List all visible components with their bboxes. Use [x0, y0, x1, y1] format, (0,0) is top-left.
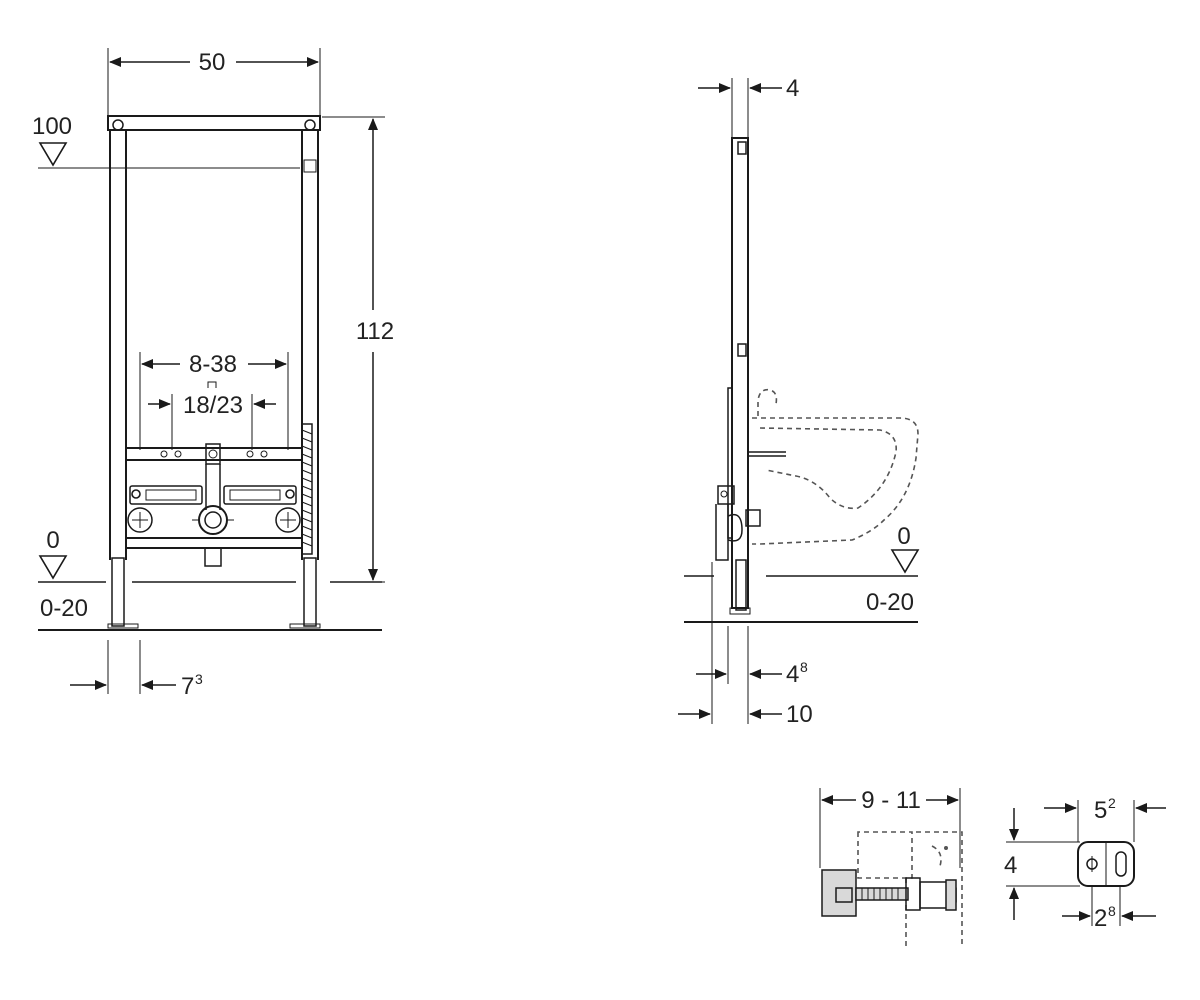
plate-width-label: 5: [1094, 797, 1107, 824]
dimension-total-depth: 10: [678, 562, 813, 728]
level-100-label: 100: [32, 113, 72, 140]
dimension-width: 50: [107, 48, 321, 118]
plate-height-label: 4: [1004, 852, 1017, 879]
supply-connectors: [127, 505, 301, 535]
front-level-zero-label: 0: [46, 527, 59, 554]
hole-spacing-label: 18/23: [183, 392, 243, 419]
front-floor-range-label: 0-20: [40, 595, 88, 622]
side-floor-range-label: 0-20: [866, 589, 914, 616]
front-view: 50 100 112: [32, 48, 394, 700]
level-marker-zero: 0 0-20: [38, 527, 382, 631]
bidet-outline: [752, 388, 919, 545]
side-level-zero: 0 0-20: [684, 523, 920, 623]
plate-hole-offset-superscript: 8: [1108, 903, 1116, 919]
frame-legs: [107, 557, 321, 629]
foot-depth-superscript: 8: [800, 659, 808, 675]
plate-width-superscript: 2: [1108, 795, 1116, 811]
total-depth-label: 10: [786, 701, 813, 728]
foot-depth-label: 4: [786, 661, 799, 688]
top-depth-label: 4: [786, 75, 799, 102]
dimension-top-depth: 4: [698, 75, 799, 138]
side-view: 4 0 0-2: [678, 75, 920, 728]
frame-bottom-rail: [125, 537, 303, 549]
width-label: 50: [199, 49, 226, 76]
side-level-zero-label: 0: [897, 523, 910, 550]
support-plates: [129, 464, 297, 510]
mounting-crossbar: [125, 415, 303, 465]
dimension-pipe-spacing: 8-38: [139, 351, 289, 450]
dimension-height: 112: [322, 116, 394, 583]
height-label: 112: [356, 318, 394, 345]
bolt-length-label: 9 - 11: [861, 787, 921, 814]
frame-top-rail: [107, 115, 321, 131]
top-left-bolt: [112, 119, 124, 131]
dimension-hole-spacing: 18/23: [148, 392, 276, 450]
dimension-foot-offset: 7 3: [70, 640, 203, 700]
height-rack: [301, 423, 313, 555]
drain-stub: [204, 547, 222, 567]
dimension-foot-depth: 4 8: [696, 626, 808, 724]
top-right-bolt: [304, 119, 316, 131]
level-marker-100: 100: [32, 113, 317, 173]
pipe-spacing-label: 8-38: [189, 351, 237, 378]
side-frame: [715, 137, 786, 615]
plate-hole-offset-label: 2: [1094, 905, 1107, 932]
detail-bolt: 9 - 11: [819, 787, 963, 948]
foot-offset-superscript: 3: [195, 671, 203, 687]
foot-offset-label: 7: [181, 673, 194, 700]
detail-plate: 5 2 4 2 8: [1004, 795, 1166, 932]
